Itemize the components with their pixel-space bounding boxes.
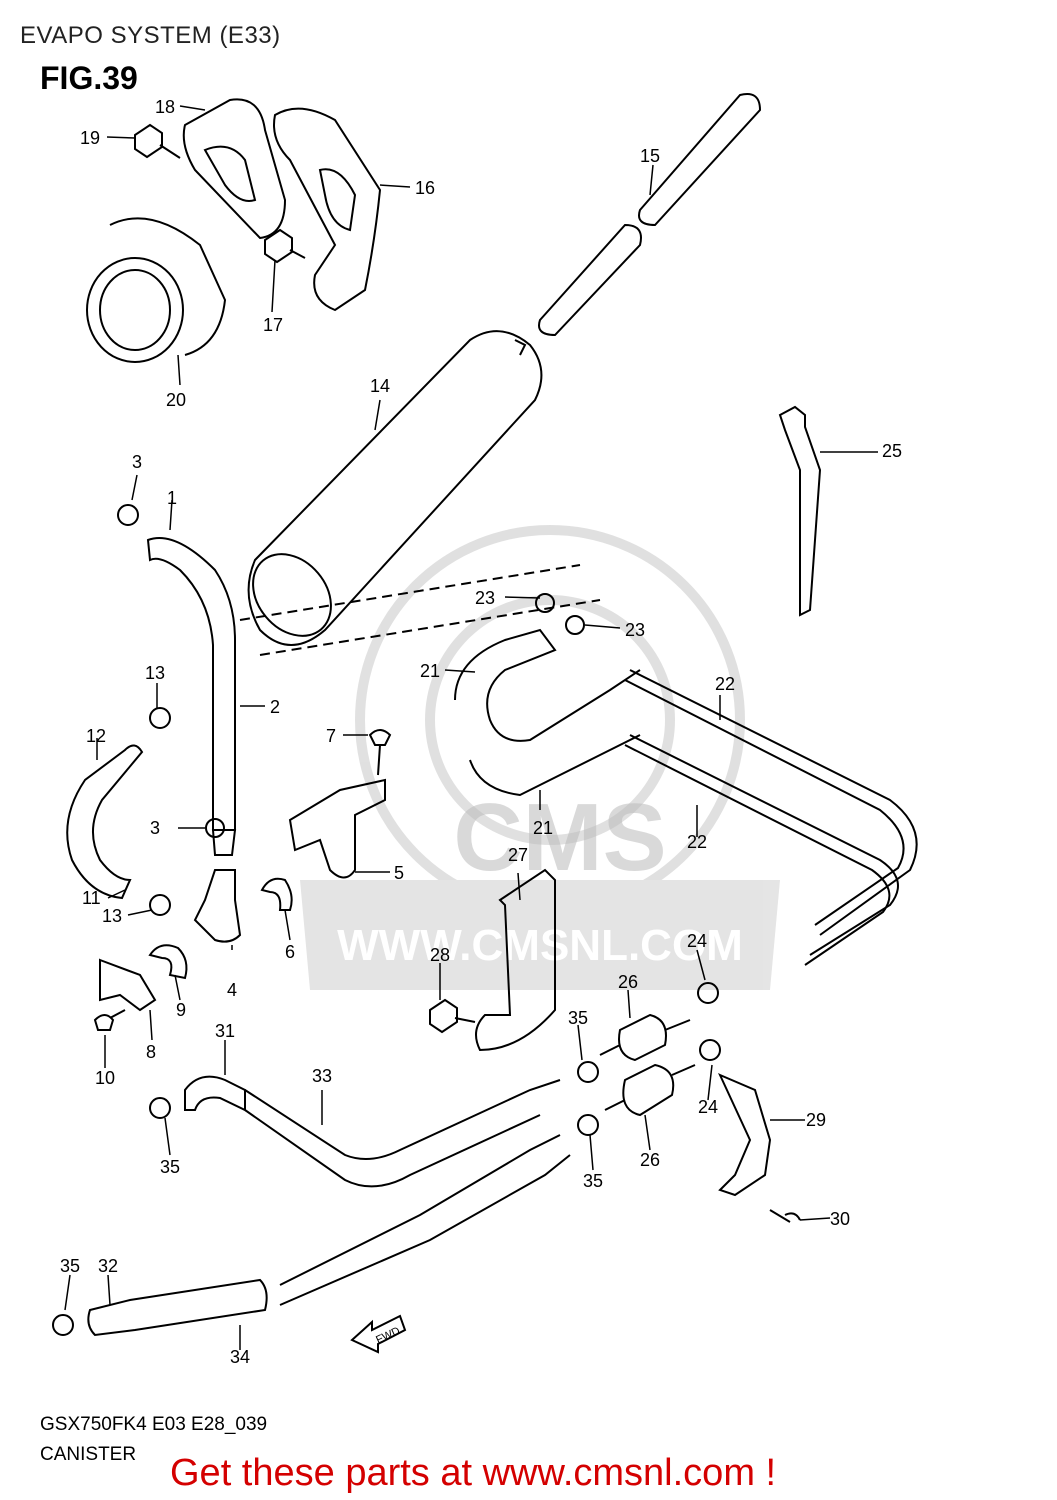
screw-10	[93, 1009, 126, 1031]
bracket-5	[288, 778, 386, 879]
valve-4	[193, 829, 242, 943]
watermark-url: WWW.CMSNL.COM	[337, 921, 743, 970]
canister-14	[247, 330, 543, 646]
callout-35: 35	[568, 1008, 588, 1028]
diagram-name: CANISTER	[40, 1444, 137, 1465]
cta-link[interactable]: Get these parts at www.cmsnl.com !	[170, 1452, 777, 1494]
callout-19: 19	[80, 128, 100, 148]
callout-8: 8	[146, 1042, 156, 1062]
valve-26a	[599, 1013, 691, 1062]
hose-22	[629, 669, 918, 956]
callout-4: 4	[227, 980, 237, 1000]
callout-23: 23	[475, 588, 495, 608]
callout-7: 7	[326, 726, 336, 746]
bracket-8	[99, 958, 157, 1012]
hose-21	[454, 628, 641, 742]
callout-14: 14	[370, 376, 390, 396]
callout-2: 2	[270, 697, 280, 717]
callout-17: 17	[263, 315, 283, 335]
callout-25: 25	[882, 441, 902, 461]
callout-11: 11	[82, 888, 101, 908]
bracket-16	[273, 107, 382, 312]
clip-9	[148, 944, 188, 980]
callout-13: 13	[145, 663, 165, 683]
callout-28: 28	[430, 945, 450, 965]
fwd-arrow	[350, 1314, 407, 1354]
callout-31: 31	[215, 1021, 235, 1041]
callout-5: 5	[394, 863, 404, 883]
bolt-28	[429, 998, 476, 1034]
fwd-label: FWD	[374, 1325, 402, 1346]
callout-34: 34	[230, 1347, 250, 1367]
bracket-27	[475, 868, 556, 1052]
callout-6: 6	[285, 942, 295, 962]
callout-1: 1	[167, 488, 177, 508]
callout-23b: 23	[625, 620, 645, 640]
callout-35c: 35	[583, 1171, 603, 1191]
diagram-title: EVAPO SYSTEM (E33)	[20, 22, 281, 49]
model-code: GSX750FK4 E03 E28_039	[40, 1414, 268, 1435]
hose-15	[538, 93, 762, 337]
callout-33: 33	[312, 1066, 332, 1086]
part-callouts: 18 19 16 15 17 20 14 25 3 1 23 23 13 21 …	[60, 97, 902, 1367]
callout-22b: 22	[687, 832, 707, 852]
callout-3b: 3	[150, 818, 160, 838]
callout-27: 27	[508, 845, 528, 865]
callout-15: 15	[640, 146, 660, 166]
callout-26b: 26	[640, 1150, 660, 1170]
hose-33	[244, 1079, 561, 1188]
callout-18: 18	[155, 97, 175, 117]
callout-12: 12	[86, 726, 106, 746]
bolt-17	[264, 228, 306, 264]
callout-32: 32	[98, 1256, 118, 1276]
callout-22: 22	[715, 674, 735, 694]
callout-9: 9	[176, 1000, 186, 1020]
callout-16: 16	[415, 178, 435, 198]
bracket-29	[718, 1073, 772, 1197]
clip-6	[260, 877, 293, 911]
hose-32-34	[87, 1278, 268, 1337]
callout-26: 26	[618, 972, 638, 992]
bracket-18	[182, 98, 287, 240]
rubber-mount-20	[86, 257, 184, 363]
callout-21: 21	[420, 661, 440, 681]
callout-29: 29	[806, 1110, 826, 1130]
figure-number: FIG.39	[40, 60, 138, 96]
bolt-19	[134, 123, 181, 159]
callout-24b: 24	[698, 1097, 718, 1117]
screw-30	[769, 1209, 801, 1223]
cms-watermark	[300, 525, 780, 990]
callout-21b: 21	[533, 818, 553, 838]
leader-lines	[64, 105, 878, 1350]
callout-30: 30	[830, 1209, 850, 1229]
screw-7	[368, 729, 392, 776]
callout-24: 24	[687, 931, 707, 951]
valve-26b	[604, 1063, 696, 1117]
hose-1	[146, 537, 236, 831]
callout-35d: 35	[60, 1256, 80, 1276]
callout-20: 20	[166, 390, 186, 410]
cable-tie-25	[778, 405, 822, 617]
callout-35b: 35	[160, 1157, 180, 1177]
callout-10: 10	[95, 1068, 115, 1088]
watermark-brand: CMS	[453, 784, 666, 891]
hose-12	[66, 744, 144, 900]
callout-13b: 13	[102, 906, 122, 926]
hose-31	[184, 1075, 246, 1112]
callout-3: 3	[132, 452, 142, 472]
clamps	[52, 504, 721, 1336]
